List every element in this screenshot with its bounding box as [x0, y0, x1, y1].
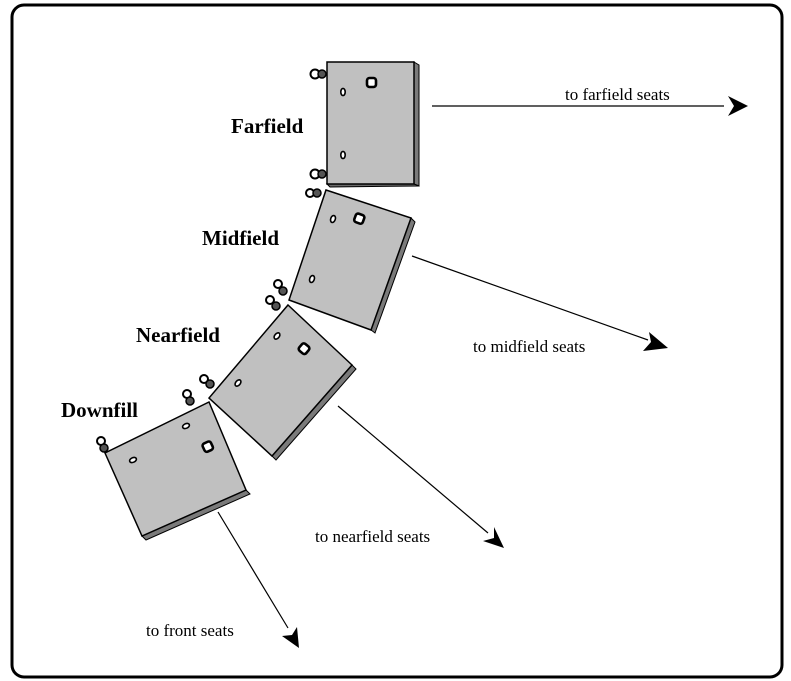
cabinet-downfill-rigging	[96, 389, 195, 453]
cabinet-farfield-port	[339, 87, 346, 97]
cabinet-midfield-face	[288, 189, 412, 331]
cabinet-downfill	[96, 389, 251, 541]
label-midfield: Midfield	[202, 226, 279, 250]
label-to-midfield-seats: to midfield seats	[473, 337, 585, 356]
cabinet-nearfield-rigging	[199, 295, 281, 389]
arrowhead-icon	[643, 332, 668, 351]
label-to-nearfield-seats: to nearfield seats	[315, 527, 430, 546]
cabinet-nearfield	[199, 295, 357, 461]
label-farfield: Farfield	[231, 114, 304, 138]
cabinet-downfill-port	[181, 422, 191, 430]
diagram-border	[10, 3, 784, 679]
cabinet-midfield-port	[308, 274, 316, 284]
cabinet-farfield-driver	[365, 76, 378, 89]
cabinet-midfield-driver	[352, 212, 366, 226]
label-nearfield: Nearfield	[136, 323, 220, 347]
arrow-farfield	[432, 96, 748, 116]
cabinet-midfield-port	[329, 214, 337, 224]
label-downfill: Downfill	[61, 398, 138, 422]
label-to-front-seats: to front seats	[146, 621, 234, 640]
arrowhead-icon	[483, 527, 504, 548]
cabinet-nearfield-port	[234, 379, 242, 387]
arrow-midfield	[411, 255, 668, 351]
cabinet-nearfield-port	[273, 332, 281, 340]
cabinet-farfield	[309, 61, 420, 188]
arrowhead-icon	[728, 96, 748, 116]
arrow-nearfield	[337, 405, 504, 548]
cabinet-farfield-rigging	[309, 68, 327, 180]
arrow-front	[217, 511, 299, 648]
arrowhead-icon	[282, 627, 299, 648]
cabinet-nearfield-driver	[297, 342, 311, 356]
cabinet-downfill-face	[104, 400, 247, 537]
cabinet-nearfield-face	[207, 303, 354, 458]
cabinet-downfill-port	[128, 456, 138, 464]
cabinet-farfield-port	[339, 150, 346, 160]
cabinet-midfield-rigging	[273, 188, 322, 296]
label-to-farfield-seats: to farfield seats	[565, 85, 670, 104]
cabinet-downfill-driver	[201, 440, 215, 454]
cabinet-midfield	[273, 188, 416, 334]
